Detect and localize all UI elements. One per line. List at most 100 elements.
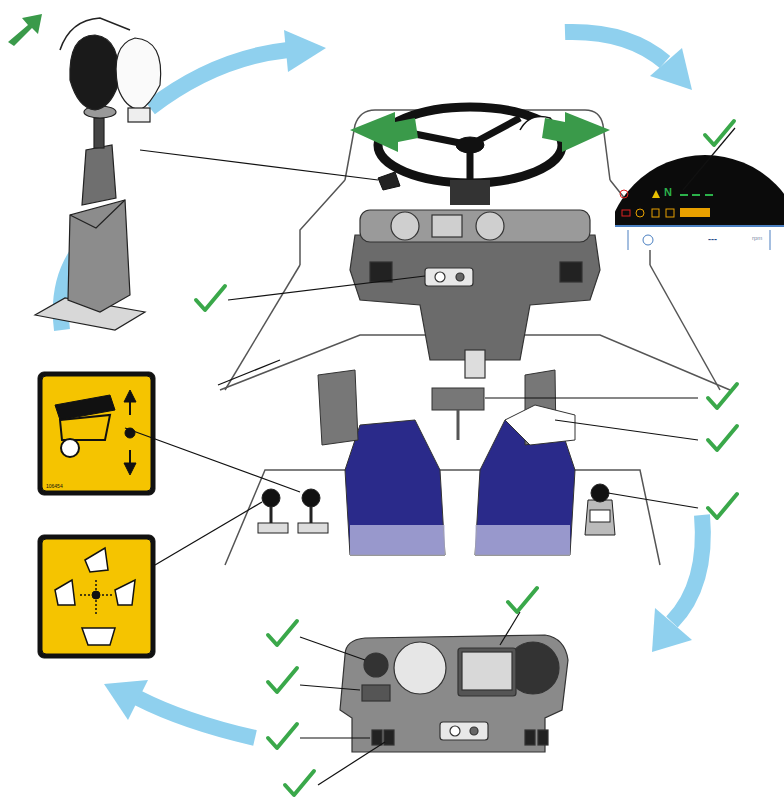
seat	[350, 525, 445, 555]
lever	[310, 505, 313, 523]
leader-line	[155, 502, 262, 565]
pedal	[505, 405, 575, 445]
display-readout: ---	[708, 235, 717, 244]
lever	[302, 489, 320, 507]
joystick	[70, 35, 119, 110]
decal	[42, 539, 151, 654]
cycle-arrow	[150, 50, 288, 108]
check-mark	[708, 426, 737, 450]
check-mark	[268, 621, 297, 645]
decal	[38, 372, 155, 495]
rops-frame	[225, 265, 300, 390]
dashboard	[425, 268, 473, 286]
steering-wheel	[378, 172, 400, 190]
cycle-arrow	[652, 608, 692, 652]
pedal	[432, 388, 484, 410]
dashboard	[450, 726, 460, 736]
decal-number: 106454	[46, 484, 63, 489]
cycle-arrow	[565, 32, 665, 62]
display	[666, 209, 674, 217]
check-mark	[508, 588, 537, 612]
display	[615, 155, 784, 250]
leader-line	[218, 360, 280, 385]
seat	[475, 525, 570, 555]
display	[680, 194, 713, 196]
lever	[590, 510, 610, 522]
dashboard	[340, 635, 568, 752]
display	[615, 155, 784, 250]
dashboard	[462, 652, 512, 690]
leader-line	[125, 428, 300, 492]
cycle-arrow	[138, 698, 255, 738]
display-indicator: N	[664, 187, 672, 198]
dashboard	[362, 685, 390, 701]
dashboard	[394, 642, 446, 694]
joystick	[128, 108, 150, 122]
decal	[38, 372, 155, 658]
motion-arrow	[8, 14, 42, 46]
check-mark	[196, 286, 225, 310]
leader-line	[318, 742, 385, 785]
leader-line	[500, 612, 520, 645]
check-mark	[705, 121, 734, 145]
display	[615, 226, 784, 250]
decal	[55, 580, 75, 605]
dashboard	[465, 350, 485, 378]
dashboard	[360, 210, 590, 242]
decal	[92, 591, 100, 599]
lever	[591, 484, 609, 502]
dashboard	[456, 273, 464, 281]
decal	[115, 580, 135, 605]
rops-frame	[345, 110, 610, 180]
seat	[445, 500, 475, 530]
dashboard	[560, 262, 582, 282]
joystick	[70, 200, 125, 228]
dashboard	[384, 730, 394, 745]
steering-wheel	[450, 180, 490, 205]
turn-arrow	[350, 112, 418, 152]
dashboard	[440, 722, 488, 740]
joystick	[35, 18, 161, 330]
dashboard	[476, 212, 504, 240]
leader-line	[485, 397, 698, 398]
display	[615, 225, 784, 227]
dashboard	[525, 730, 535, 745]
dashboard	[432, 215, 462, 237]
steering-wheel	[378, 107, 562, 183]
check-mark	[708, 384, 737, 408]
dashboard	[370, 262, 392, 282]
display	[680, 208, 710, 217]
turn-arrow	[542, 112, 610, 152]
display	[622, 210, 630, 216]
display	[620, 190, 628, 198]
dashboard	[538, 730, 548, 745]
seat	[345, 420, 445, 555]
display	[652, 190, 660, 198]
leader-line	[228, 276, 425, 300]
display	[643, 235, 653, 245]
joystick	[60, 18, 130, 50]
lever	[270, 505, 273, 523]
leader-line	[300, 737, 370, 738]
cycle-arrow	[672, 515, 703, 622]
leader-line	[140, 150, 378, 180]
decal	[82, 628, 115, 645]
dashboard	[340, 635, 568, 752]
lever	[258, 484, 615, 535]
leader-line	[125, 150, 698, 565]
joystick	[82, 145, 116, 205]
leader-line	[555, 420, 698, 440]
leader-line	[608, 493, 698, 508]
cycle-arrow	[650, 48, 692, 90]
display-unit: rpm	[752, 235, 762, 241]
turn-arrow	[350, 112, 610, 152]
cycle-arrow	[284, 30, 326, 72]
dashboard	[458, 648, 516, 696]
leader-line	[300, 685, 360, 690]
pedal	[318, 370, 575, 445]
decal	[124, 390, 136, 402]
dashboard	[391, 212, 419, 240]
dashboard	[435, 272, 445, 282]
dashboard	[364, 653, 388, 677]
